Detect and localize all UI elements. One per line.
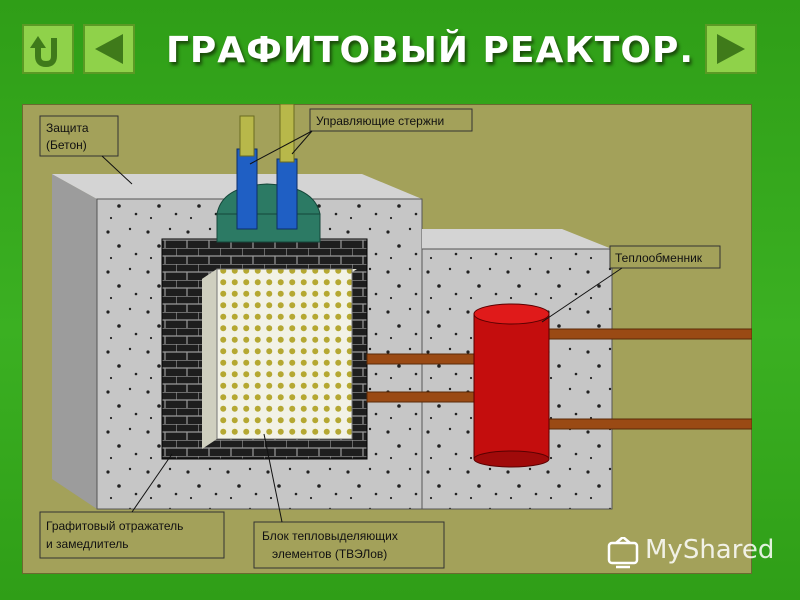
control-rod-1 (236, 148, 258, 230)
label-rods-box (309, 108, 473, 132)
triangle-left-icon (95, 34, 123, 64)
label-exchanger-box (609, 245, 721, 269)
watermark: MyShared (645, 535, 775, 565)
label-fuel-2: элементов (ТВЭЛов) (272, 547, 387, 561)
pipe-upper (366, 353, 478, 365)
myshared-logo-icon (607, 537, 639, 569)
label-fuel-box (253, 521, 445, 569)
label-fuel-1: Блок тепловыделяющих (262, 529, 398, 543)
label-shield-2: (Бетон) (46, 138, 87, 152)
label-reflector-1: Графитовый отражатель (46, 519, 183, 533)
label-control-rods: Управляющие стержни (316, 114, 444, 128)
pipe-out-lower (536, 418, 752, 430)
triangle-right-icon (717, 34, 745, 64)
pipe-out-upper (536, 328, 752, 340)
shield-side-face (52, 174, 97, 509)
pipe-lower (366, 391, 478, 403)
next-slide-button[interactable] (705, 24, 757, 74)
reactor-diagram: Защита (Бетон) Управляющие стержни Тепло… (22, 104, 752, 574)
return-button[interactable] (22, 24, 74, 74)
control-rod-2 (276, 158, 298, 230)
label-reflector-2: и замедлитель (46, 537, 128, 551)
previous-slide-button[interactable] (83, 24, 135, 74)
heat-exchanger (473, 313, 550, 460)
slide-title: ГРАФИТОВЫЙ РЕАКТОР. (165, 30, 695, 71)
return-icon (30, 36, 57, 68)
fuel-assembly (216, 268, 353, 440)
label-shield-1: Защита (46, 121, 89, 135)
label-shield-box (39, 115, 119, 157)
label-heat-exchanger: Теплообменник (615, 251, 703, 265)
